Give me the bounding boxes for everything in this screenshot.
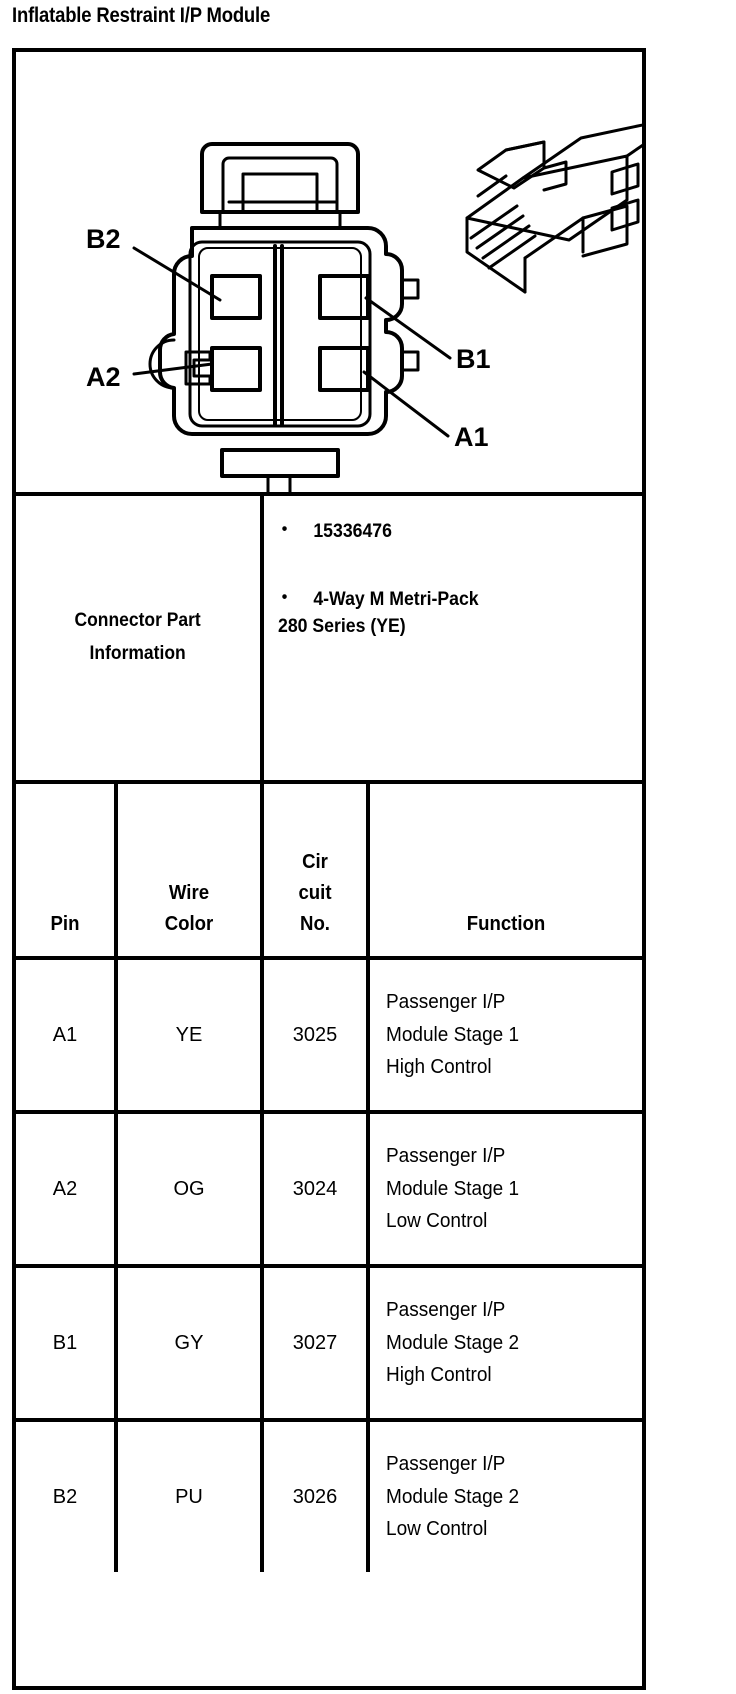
header-circuit-line2: cuit [298,882,332,904]
cell-circuit-no: 3025 [262,958,370,1114]
cell-pin: A1 [16,958,118,1114]
cell-pin: A2 [16,1112,118,1268]
connector-type-item: • 4-Way M Metri-Pack 280 Series (YE) [278,586,604,641]
function-line3: High Control [386,1364,492,1387]
callout-label-b2: B2 [86,224,121,254]
callout-label-a1: A1 [454,422,489,452]
bullet-icon: • [281,519,288,538]
cpi-label-line2: Information [89,643,187,664]
pin-table-header-row: Pin Wire Color Cir cuit No. Function [16,784,642,960]
header-wire-line3: Color [164,913,214,935]
function-line2: Module Stage 2 [386,1331,520,1354]
cell-pin: B2 [16,1420,118,1572]
header-wire-line2: Wire [168,882,210,904]
connector-part-number-item: • 15336476 [278,518,604,546]
bullet-icon: • [281,586,288,606]
function-line1: Passenger I/P [386,991,506,1014]
cell-function: Passenger I/P Module Stage 2 Low Control [368,1420,642,1572]
column-header-circuit-no: Cir cuit No. [262,784,370,960]
function-line3: Low Control [386,1518,488,1541]
connector-type-line1: 4-Way M Metri-Pack [313,588,479,610]
column-header-function: Function [368,784,642,960]
connector-part-information-label: Connector Part Information [16,496,264,780]
cell-circuit-no: 3026 [262,1420,370,1572]
cell-wire-color: PU [116,1420,264,1572]
connector-type-line2: 280 Series (YE) [278,616,406,638]
connector-part-information-values: • 15336476 • 4-Way M Metri-Pack 280 Seri… [264,496,642,780]
page-title: Inflatable Restraint I/P Module [12,4,271,27]
table-row: B2 PU 3026 Passenger I/P Module Stage 2 … [16,1420,642,1572]
function-line1: Passenger I/P [386,1145,506,1168]
header-circuit-line3: No. [300,913,330,935]
function-line3: High Control [386,1056,492,1079]
cell-function: Passenger I/P Module Stage 2 High Contro… [368,1266,642,1422]
callout-label-a2: A2 [86,362,121,392]
header-pin-line3: Pin [50,913,80,935]
column-header-wire-color: Wire Color [116,784,264,960]
connector-info-sheet: B2 A2 B1 A1 Connector Part Information •… [12,48,646,1690]
table-row: A1 YE 3025 Passenger I/P Module Stage 1 … [16,958,642,1114]
table-row: B1 GY 3027 Passenger I/P Module Stage 2 … [16,1266,642,1422]
connector-part-number: 15336476 [313,521,392,542]
cell-wire-color: OG [116,1112,264,1268]
cell-wire-color: GY [116,1266,264,1422]
function-line2: Module Stage 1 [386,1177,520,1200]
connector-part-information-row: Connector Part Information • 15336476 • … [16,496,642,784]
header-function-line3: Function [466,913,546,935]
cell-circuit-no: 3027 [262,1266,370,1422]
function-line2: Module Stage 1 [386,1023,520,1046]
cell-function: Passenger I/P Module Stage 1 Low Control [368,1112,642,1268]
function-line1: Passenger I/P [386,1299,506,1322]
column-header-pin: Pin [16,784,118,960]
cell-function: Passenger I/P Module Stage 1 High Contro… [368,958,642,1114]
table-row: A2 OG 3024 Passenger I/P Module Stage 1 … [16,1112,642,1268]
function-line2: Module Stage 2 [386,1485,520,1508]
connector-diagram-panel: B2 A2 B1 A1 [16,52,642,496]
pin-table: Pin Wire Color Cir cuit No. Function [16,784,642,1572]
function-line1: Passenger I/P [386,1453,506,1476]
cell-circuit-no: 3024 [262,1112,370,1268]
connector-illustration: B2 A2 B1 A1 [86,123,642,492]
cell-pin: B1 [16,1266,118,1422]
cpi-label-line1: Connector Part [74,610,202,632]
function-line3: Low Control [386,1210,488,1233]
cell-wire-color: YE [116,958,264,1114]
callout-label-b1: B1 [456,344,491,374]
header-circuit-line1: Cir [302,851,328,873]
